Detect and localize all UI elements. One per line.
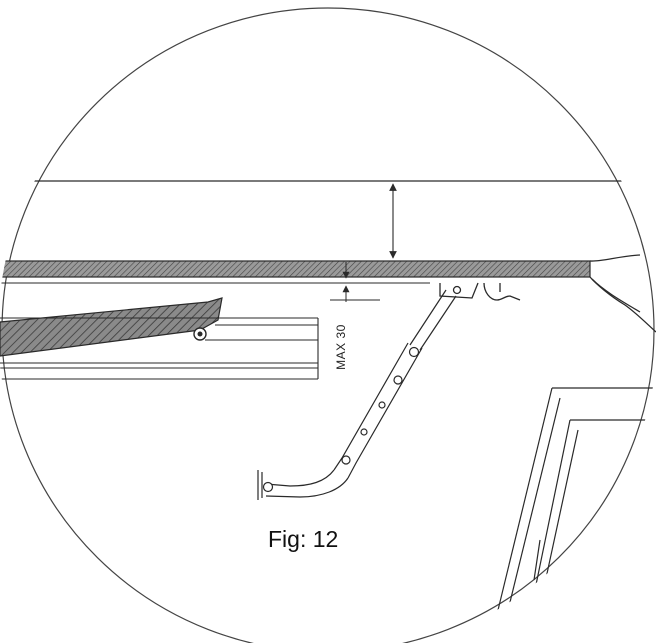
arm-upper-link (409, 289, 457, 351)
track-rail (0, 317, 319, 380)
arm-slotted-link (333, 342, 423, 479)
door-leaf (0, 297, 223, 357)
hook-clip (483, 282, 521, 301)
slab-end-curve-inner (591, 278, 641, 313)
arm-foot (257, 469, 349, 500)
figure-caption: Fig: 12 (268, 526, 339, 552)
panel-slab (0, 260, 591, 278)
dimension-label: MAX 30 (334, 324, 348, 370)
